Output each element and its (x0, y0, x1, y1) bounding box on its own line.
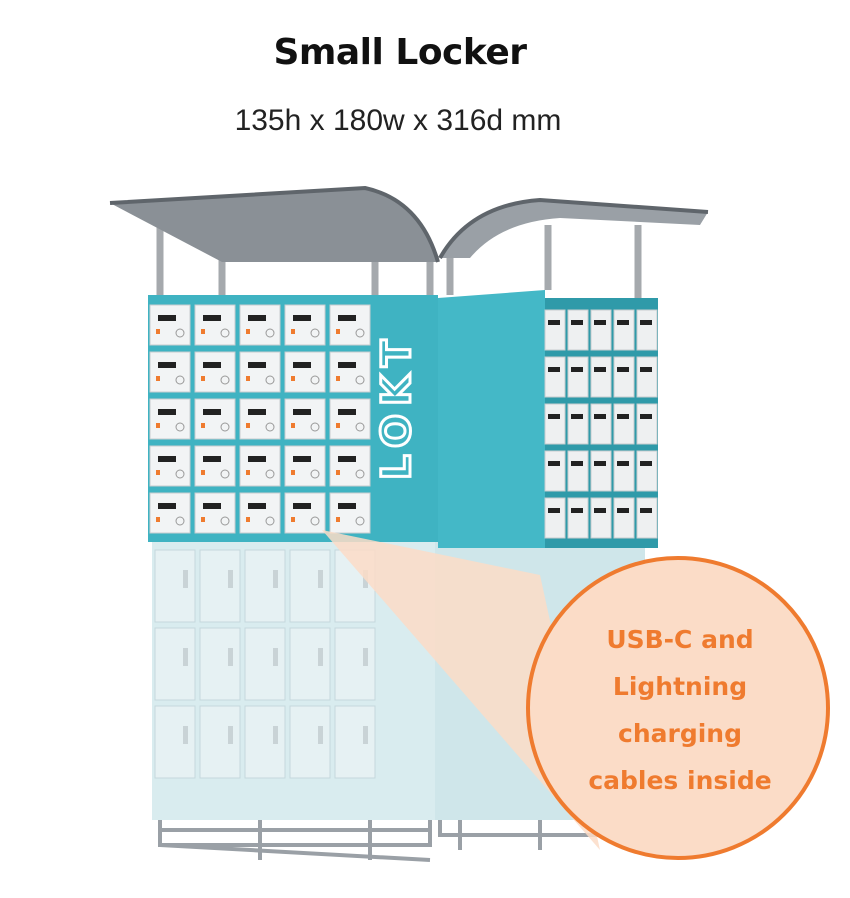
storage-locker-door (199, 549, 241, 623)
storage-locker-door (244, 549, 286, 623)
side-locker-door (567, 497, 589, 539)
callout-pointer (322, 530, 600, 850)
storage-locker-door (334, 627, 376, 701)
canopy-roof (109, 185, 709, 263)
charging-locker-door (149, 445, 191, 487)
side-locker-door (636, 356, 658, 398)
storage-locker-door (154, 549, 196, 623)
side-locker-door (544, 356, 566, 398)
charging-locker-door (194, 304, 236, 346)
storage-locker-door (289, 549, 331, 623)
charging-locker-door (284, 398, 326, 440)
charging-locker-door (284, 351, 326, 393)
charging-locker-door (194, 445, 236, 487)
page-title: Small Locker (273, 32, 527, 73)
charging-locker-door (239, 304, 281, 346)
charging-locker-door (329, 351, 371, 393)
storage-locker-door (244, 627, 286, 701)
storage-locker-door (244, 705, 286, 779)
side-locker-door (567, 450, 589, 492)
storage-locker-door (289, 705, 331, 779)
charging-locker-door (239, 398, 281, 440)
callout-line-1: USB-C and (606, 625, 754, 654)
svg-text:LOKT: LOKT (374, 332, 420, 480)
side-locker-door (590, 403, 612, 445)
storage-locker-door (154, 705, 196, 779)
charging-locker-door (284, 492, 326, 534)
storage-locker-door (199, 627, 241, 701)
charging-locker-door-grid (149, 304, 371, 534)
charging-locker-door (239, 492, 281, 534)
side-locker-door (567, 309, 589, 351)
callout-text: USB-C and Lightning charging cables insi… (540, 616, 820, 804)
charging-locker-door (194, 398, 236, 440)
side-locker-door (636, 309, 658, 351)
side-locker-door (636, 497, 658, 539)
charging-locker-door (239, 445, 281, 487)
side-locker-door (613, 450, 635, 492)
storage-locker-door (334, 705, 376, 779)
side-locker-door (590, 497, 612, 539)
charging-locker-door (194, 492, 236, 534)
charging-locker-door (284, 445, 326, 487)
charging-locker-door (149, 351, 191, 393)
side-locker-door (544, 403, 566, 445)
callout-line-2: Lightning (612, 672, 748, 701)
charging-locker-door (329, 492, 371, 534)
storage-locker-door (154, 627, 196, 701)
dimensions-text: 135h x 180w x 316d mm (234, 104, 562, 137)
side-locker-door (613, 497, 635, 539)
side-locker-door (636, 450, 658, 492)
charging-locker-door (149, 492, 191, 534)
side-locker-door (613, 356, 635, 398)
side-locker-door (544, 497, 566, 539)
side-locker-door (590, 356, 612, 398)
side-locker-door (590, 309, 612, 351)
charging-locker-door (329, 304, 371, 346)
side-locker-door (590, 450, 612, 492)
lokt-logo: LOKT (373, 330, 422, 481)
side-locker-door (567, 356, 589, 398)
charging-locker-door (194, 351, 236, 393)
side-locker-door (613, 309, 635, 351)
charging-locker-door (239, 351, 281, 393)
storage-locker-door (199, 705, 241, 779)
callout-line-4: cables inside (588, 766, 772, 795)
callout-bubble (526, 556, 830, 860)
storage-locker-door (289, 627, 331, 701)
side-locker-door (567, 403, 589, 445)
charging-locker-door (329, 445, 371, 487)
charging-locker-door (329, 398, 371, 440)
charging-locker-door (284, 304, 326, 346)
charging-locker-door (149, 304, 191, 346)
side-locker-door (544, 309, 566, 351)
callout-line-3: charging (618, 719, 742, 748)
charging-locker-door (149, 398, 191, 440)
side-locker-door-grid (544, 309, 658, 539)
side-locker-door (544, 450, 566, 492)
side-locker-door (636, 403, 658, 445)
side-locker-door (613, 403, 635, 445)
